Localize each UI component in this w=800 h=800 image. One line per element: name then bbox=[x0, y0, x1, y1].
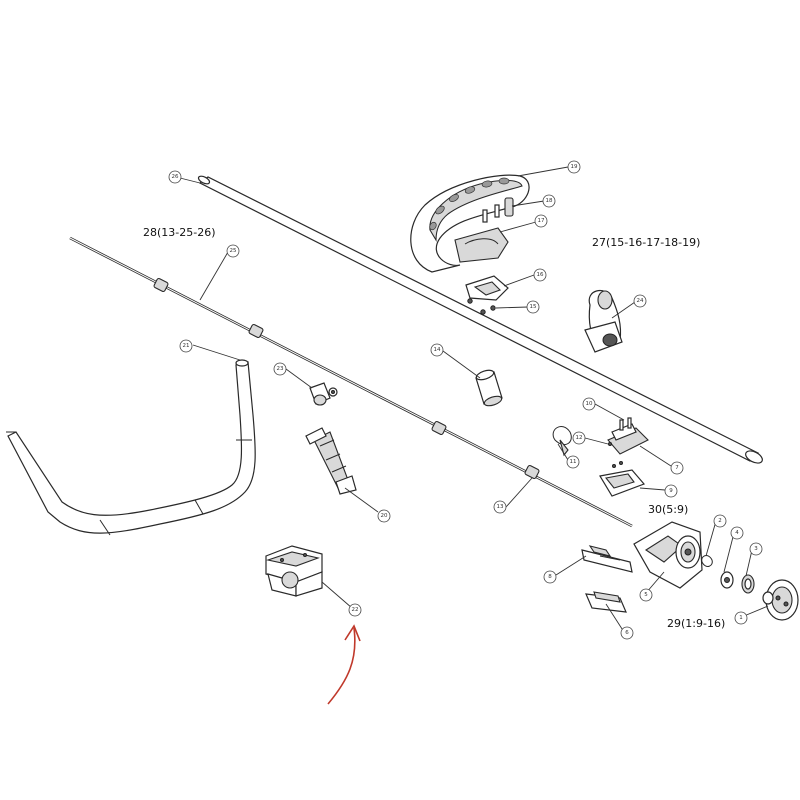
callout-5: 5 bbox=[639, 588, 653, 602]
callout-25-label: 25 bbox=[230, 248, 237, 254]
clamp-part-7 bbox=[607, 417, 649, 455]
mount-part-16 bbox=[465, 275, 509, 315]
callout-7-label: 7 bbox=[675, 465, 679, 471]
group-label-29: 29(1:9-16) bbox=[667, 617, 725, 630]
callout-4-label: 4 bbox=[735, 530, 739, 536]
callout-11-label: 11 bbox=[570, 459, 577, 465]
callout-10-label: 10 bbox=[586, 401, 593, 407]
callout-20: 20 bbox=[377, 509, 391, 523]
callout-18-label: 18 bbox=[546, 198, 553, 204]
callout-17: 17 bbox=[534, 214, 548, 228]
wire-part-11 bbox=[552, 426, 572, 457]
group-label-30: 30(5:9) bbox=[648, 503, 688, 516]
callout-6: 6 bbox=[620, 626, 634, 640]
clamp-block-part-22 bbox=[265, 545, 323, 597]
washer-part-3 bbox=[720, 571, 734, 589]
callout-26: 26 bbox=[168, 170, 182, 184]
callout-5-label: 5 bbox=[644, 592, 648, 598]
callout-12: 12 bbox=[572, 431, 586, 445]
callout-2: 2 bbox=[713, 514, 727, 528]
shield-part-8 bbox=[581, 545, 633, 573]
shield-part-6 bbox=[585, 591, 627, 613]
callout-15: 15 bbox=[526, 300, 540, 314]
callout-24-label: 24 bbox=[637, 298, 644, 304]
callout-14: 14 bbox=[430, 343, 444, 357]
sleeve-part-14 bbox=[475, 369, 503, 407]
callout-11: 11 bbox=[566, 455, 580, 469]
callout-7: 7 bbox=[670, 461, 684, 475]
callout-21: 21 bbox=[179, 339, 193, 353]
tube-part-26 bbox=[197, 175, 763, 464]
callout-4: 4 bbox=[730, 526, 744, 540]
callout-14-label: 14 bbox=[434, 347, 441, 353]
callout-19-label: 19 bbox=[571, 164, 578, 170]
grip-part-20 bbox=[305, 427, 357, 495]
callout-9: 9 bbox=[664, 484, 678, 498]
drive-shaft-part-25 bbox=[69, 236, 633, 528]
callout-3: 3 bbox=[749, 542, 763, 556]
pin-part-2 bbox=[701, 555, 713, 567]
callout-22-label: 22 bbox=[352, 607, 359, 613]
callout-8-label: 8 bbox=[548, 574, 552, 580]
gear-head-part-5 bbox=[633, 521, 703, 589]
callout-16-label: 16 bbox=[537, 272, 544, 278]
callout-26-label: 26 bbox=[172, 174, 179, 180]
callout-12-label: 12 bbox=[576, 435, 583, 441]
red-pointer-arrow bbox=[327, 624, 361, 705]
leader-lines bbox=[179, 166, 769, 633]
callout-19: 19 bbox=[567, 160, 581, 174]
callout-8: 8 bbox=[543, 570, 557, 584]
bearing-part-4 bbox=[741, 574, 755, 594]
callout-23: 23 bbox=[273, 362, 287, 376]
shoulder-loop-part-24 bbox=[584, 289, 623, 353]
callout-20-label: 20 bbox=[381, 513, 388, 519]
callout-21-label: 21 bbox=[183, 343, 190, 349]
callout-1: 1 bbox=[734, 611, 748, 625]
callout-16: 16 bbox=[533, 268, 547, 282]
clamp-part-9 bbox=[599, 442, 646, 497]
blade-hub-part-1 bbox=[762, 579, 799, 621]
callout-3-label: 3 bbox=[754, 546, 758, 552]
bushing-part-23 bbox=[309, 382, 338, 406]
callout-13-label: 13 bbox=[497, 504, 504, 510]
callout-13: 13 bbox=[493, 500, 507, 514]
callout-6-label: 6 bbox=[625, 630, 629, 636]
callout-22: 22 bbox=[348, 603, 362, 617]
callout-25: 25 bbox=[226, 244, 240, 258]
group-label-28: 28(13-25-26) bbox=[143, 226, 216, 239]
group-label-27: 27(15-16-17-18-19) bbox=[592, 236, 700, 249]
callout-2-label: 2 bbox=[718, 518, 722, 524]
callout-15-label: 15 bbox=[530, 304, 537, 310]
callout-23-label: 23 bbox=[277, 366, 284, 372]
callout-24: 24 bbox=[633, 294, 647, 308]
loop-handle-part-19 bbox=[410, 174, 530, 273]
handlebar-part-21 bbox=[6, 359, 256, 536]
callout-9-label: 9 bbox=[669, 488, 673, 494]
callout-10: 10 bbox=[582, 397, 596, 411]
callout-1-label: 1 bbox=[739, 615, 743, 621]
callout-18: 18 bbox=[542, 194, 556, 208]
callout-17-label: 17 bbox=[538, 218, 545, 224]
